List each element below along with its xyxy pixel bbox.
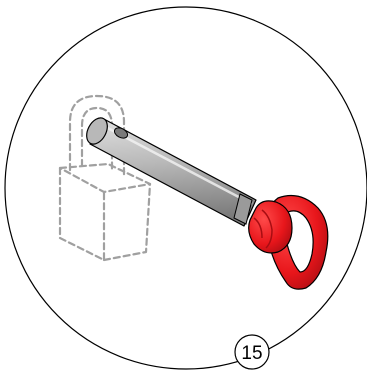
callout-number: 15 [241, 343, 262, 364]
hitch-pin-icon [82, 114, 327, 289]
callout-badge: 15 [235, 335, 269, 369]
pin-shaft [90, 118, 256, 226]
handle-hub [249, 201, 292, 253]
